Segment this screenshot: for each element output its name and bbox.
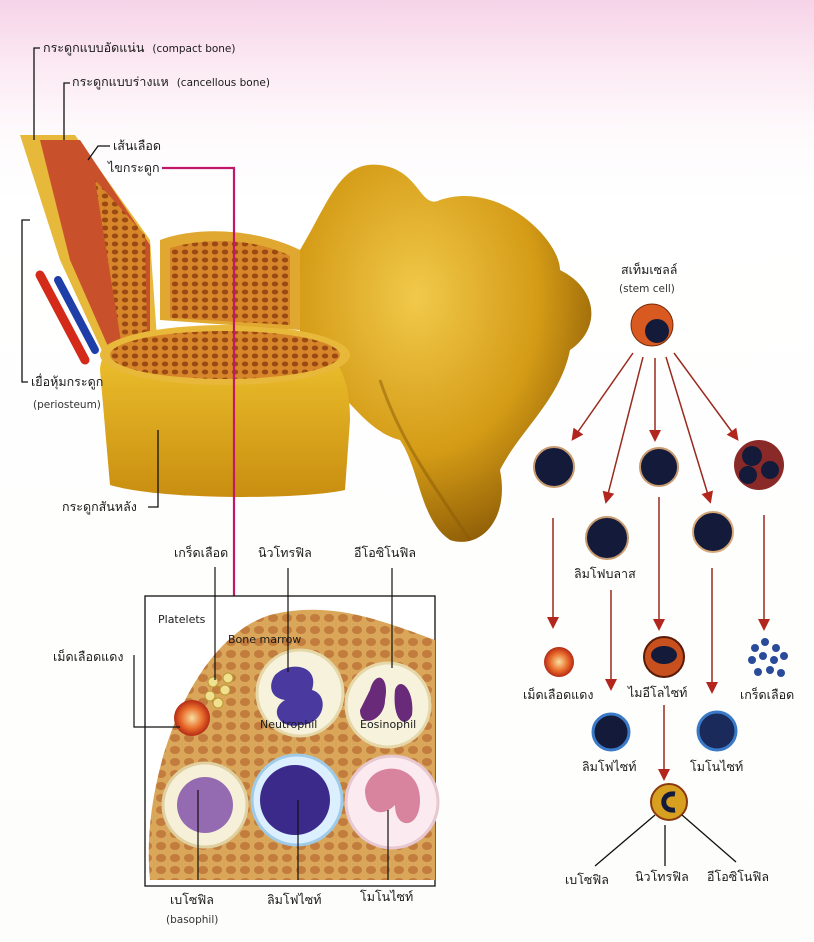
platelet-cluster — [748, 638, 788, 677]
basophil-label: เบโซฟิล — [565, 872, 609, 887]
periosteum-label-en: (periosteum) — [33, 399, 101, 411]
stem-cell-label-th: สเท็มเซลล์ — [621, 262, 678, 277]
compact-bone-label: กระดูกแบบอัดแน่น (compact bone) — [43, 40, 236, 56]
rbc-label: เม็ดเลือดแดง — [523, 687, 594, 702]
lymphocyte-label: ลิมโฟไซท์ — [582, 759, 637, 774]
marrow-inset — [133, 567, 440, 887]
eosinophil-en-label: Eosinophil — [360, 718, 417, 731]
blood-vessel-label: เส้นเลือด — [113, 138, 162, 153]
neutrophil-en-label: Neutrophil — [260, 718, 318, 731]
periosteum-label-th: เยื่อหุ้มกระดูก — [31, 374, 104, 389]
cancellous-bone-label: กระดูกแบบร่างแห (cancellous bone) — [72, 74, 270, 90]
bone-marrow-label: ไขกระดูก — [108, 160, 160, 175]
platelet-label: เกร็ดเลือด — [740, 687, 795, 702]
bone-marrow-en-label: Bone marrow — [228, 633, 302, 646]
lineage-diagram — [533, 303, 788, 867]
inset-rbc-label: เม็ดเลือดแดง — [53, 649, 124, 664]
inset-platelet-label: เกร็ดเลือด — [174, 545, 229, 560]
inset-basophil-label-th: เบโซฟิล — [170, 892, 214, 907]
neutrophil-label: นิวโทรฟิล — [635, 869, 689, 884]
vertebra-illustration — [100, 164, 592, 542]
inset-basophil-label-en: (basophil) — [166, 914, 219, 926]
inset-neutrophil-label: นิวโทรฟิล — [258, 545, 312, 560]
inset-eosinophil-label: อีโอซิโนฟิล — [354, 545, 416, 560]
monocyte-label: โมโนไซท์ — [690, 759, 744, 774]
long-bone-section — [20, 135, 161, 390]
bone-leader-lines — [21, 47, 159, 508]
vertebra-label: กระดูกสันหลัง — [62, 499, 137, 514]
myelocyte-label: ไมอีโลไซท์ — [628, 685, 688, 700]
eosinophil-label: อีโอซิโนฟิล — [707, 869, 769, 884]
inset-monocyte-label: โมโนไซท์ — [360, 889, 414, 904]
inset-lymphocyte-label: ลิมโฟไซท์ — [267, 892, 322, 907]
bone-marrow-pointer — [162, 166, 236, 596]
lymphoblast-label: ลิมโฟบลาส — [574, 566, 636, 581]
stem-cell-label-en: (stem cell) — [619, 283, 675, 295]
platelets-en-label: Platelets — [158, 613, 206, 626]
